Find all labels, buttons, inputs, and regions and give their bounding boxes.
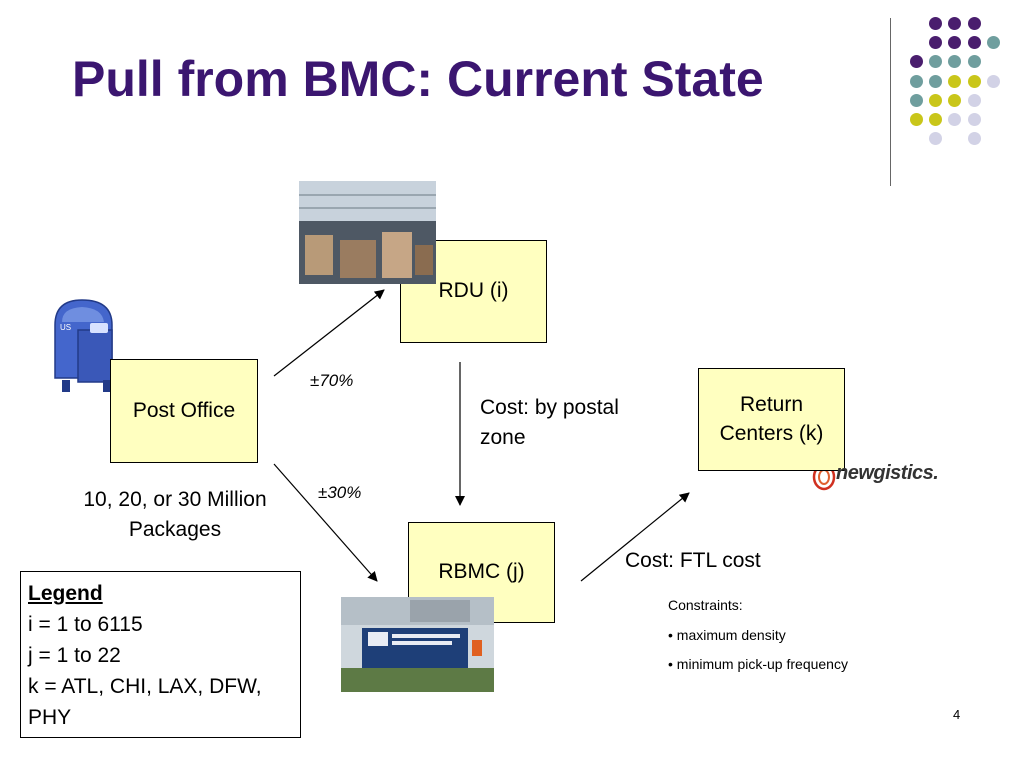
decorative-dot <box>910 55 923 69</box>
decorative-dot <box>967 132 981 146</box>
legend-title: Legend <box>28 582 103 605</box>
decorative-dot <box>986 36 1000 50</box>
decorative-dot <box>948 74 962 88</box>
decorative-dot <box>967 36 981 50</box>
decorative-dot <box>929 74 943 88</box>
arrow-post-to-rdu <box>273 289 385 377</box>
decorative-dot <box>986 74 1000 88</box>
decorative-dot <box>967 113 981 126</box>
decorative-dot <box>929 36 943 50</box>
decorative-dot <box>967 55 981 69</box>
decorative-dot <box>967 74 981 88</box>
decorative-dot <box>948 113 962 126</box>
constraint-item: • maximum density <box>668 626 786 643</box>
constraint-item: • minimum pick-up frequency <box>668 656 848 673</box>
legend-line: i = 1 to 6115 <box>28 613 143 637</box>
decorative-dot <box>948 93 962 107</box>
decorative-dot <box>967 93 981 107</box>
slide-title: Pull from BMC: Current State <box>72 51 764 107</box>
legend-line: j = 1 to 22 <box>28 644 121 668</box>
return-centers-box: Return Centers (k) <box>698 368 845 471</box>
decorative-dot <box>948 36 962 50</box>
percent-70-label: ±70% <box>310 371 354 390</box>
decorative-dot <box>929 113 943 126</box>
page-number: 4 <box>953 707 961 722</box>
decorative-dot <box>910 74 923 88</box>
decorative-dot <box>967 17 981 30</box>
legend-box: Legend i = 1 to 6115 j = 1 to 22 k = ATL… <box>20 571 301 738</box>
decorative-dot <box>929 93 943 107</box>
arrow-post-to-rbmc <box>273 463 378 582</box>
packages-label: 10, 20, or 30 Million Packages <box>83 488 267 542</box>
constraints-heading: Constraints: <box>668 597 743 613</box>
decorative-dot <box>929 132 943 146</box>
cost-postal-label: Cost: by postal zone <box>480 396 619 450</box>
percent-30-label: ±30% <box>318 483 362 502</box>
rbmc-label: RBMC (j) <box>438 560 525 584</box>
cost-ftl-label: Cost: FTL cost <box>625 549 761 572</box>
decorative-dot <box>910 113 923 126</box>
decorative-dot <box>929 17 943 30</box>
post-office-box: Post Office <box>110 359 258 463</box>
decorative-dot <box>910 93 923 107</box>
rdu-box: RDU (i) <box>400 240 547 343</box>
decorative-dot <box>948 55 962 69</box>
post-office-label: Post Office <box>132 398 236 422</box>
return-centers-label: Return Centers (k) <box>719 393 824 445</box>
decorative-dot <box>929 55 943 69</box>
rdu-label: RDU (i) <box>438 279 509 303</box>
divider-line <box>890 18 891 186</box>
rbmc-box: RBMC (j) <box>408 522 555 623</box>
constraints-block: Constraints: • maximum density • minimum… <box>668 596 848 675</box>
newgistics-logo: newgistics. <box>836 462 939 484</box>
decorative-dot <box>948 17 962 30</box>
legend-line: k = ATL, CHI, LAX, DFW, PHY <box>28 675 262 730</box>
arrow-rbmc-to-return <box>580 492 690 582</box>
